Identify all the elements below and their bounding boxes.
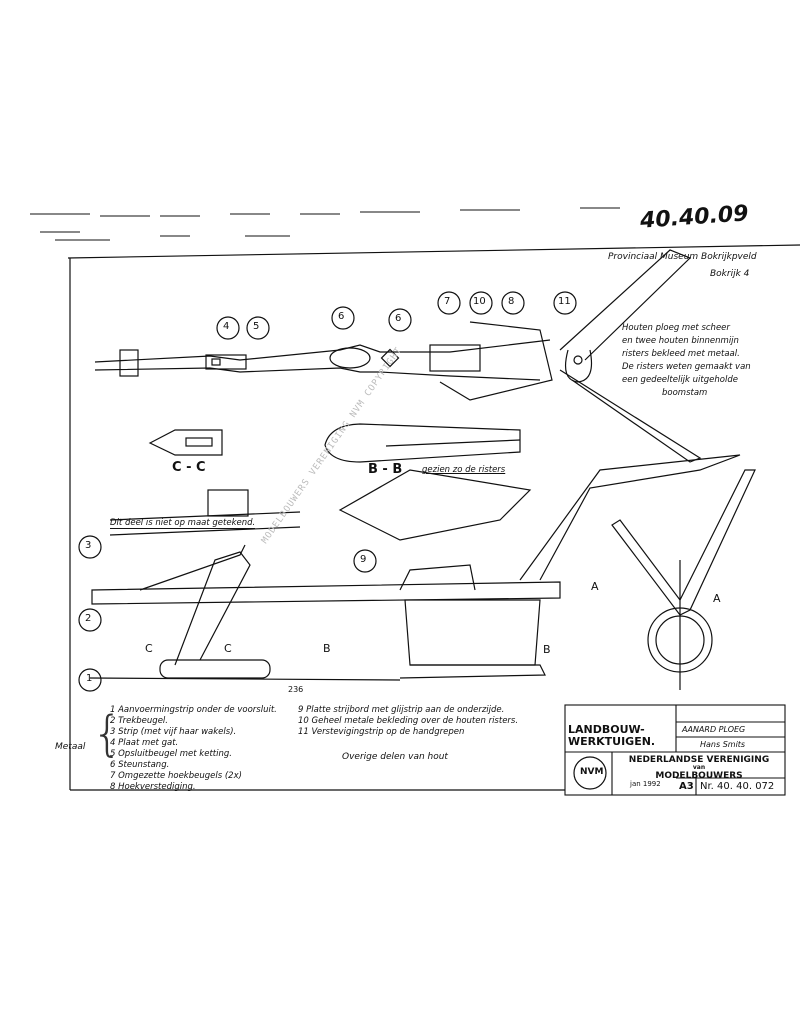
callout-3: 3 bbox=[85, 540, 92, 551]
top-frame-line bbox=[67, 244, 800, 259]
legend-item: 3 Strip (met vijf haar wakels). bbox=[110, 727, 237, 737]
wood-note: Overige delen van hout bbox=[342, 752, 448, 762]
callout-1: 1 bbox=[86, 673, 93, 684]
nvm-logo-ring bbox=[573, 756, 607, 790]
note-line: en twee houten binnenmijn bbox=[622, 336, 739, 346]
callout-8: 8 bbox=[508, 296, 515, 307]
org-line: MODELBOUWERS bbox=[655, 771, 743, 781]
org-line: NEDERLANDSE VERENIGING bbox=[628, 755, 770, 765]
section-b-marker: B bbox=[323, 642, 331, 655]
front-view-a bbox=[611, 469, 756, 690]
sheet-format: A3 bbox=[679, 781, 694, 792]
callout-2: 2 bbox=[85, 613, 92, 624]
section-bb-shape bbox=[324, 423, 521, 463]
org-line: van bbox=[692, 764, 706, 771]
legend-item: 2 Trekbeugel. bbox=[110, 716, 168, 726]
legend-item: 5 Opsluitbeugel met ketting. bbox=[110, 749, 232, 759]
note-line: Houten ploeg met scheer bbox=[622, 323, 730, 333]
legend-item: 10 Geheel metale bekleding over de houte… bbox=[298, 716, 519, 726]
legend-item: 4 Plaat met gat. bbox=[110, 738, 179, 748]
legend-item: 8 Hoekverstediging. bbox=[110, 782, 196, 792]
category-line: LANDBOUW- bbox=[568, 723, 645, 736]
legend-item: 6 Steunstang. bbox=[110, 760, 170, 770]
note-line: een gedeeltelijk uitgeholde bbox=[622, 375, 738, 385]
note-line: De risters weten gemaakt van bbox=[622, 362, 751, 372]
scale-annotation: Dit deel is niet op maat getekend. bbox=[110, 518, 256, 529]
section-c-marker-right: C bbox=[224, 642, 232, 655]
note-line: boomstam bbox=[662, 388, 708, 398]
callout-5: 5 bbox=[253, 321, 260, 332]
section-b-marker-right: B bbox=[543, 643, 551, 656]
maker-name: Hans Smits bbox=[700, 740, 746, 749]
callout-circles bbox=[78, 291, 577, 692]
legend-item: 9 Platte strijbord met glijstrip aan de … bbox=[298, 705, 505, 715]
organisation-name: NEDERLANDSE VERENIGING van MODELBOUWERS bbox=[614, 755, 784, 781]
nvm-logo: NVM bbox=[580, 767, 604, 777]
callout-4: 4 bbox=[223, 321, 230, 332]
front-view-a-label: A bbox=[713, 592, 721, 605]
museum-label: Provinciaal Museum Bokrijkpveld bbox=[608, 252, 757, 262]
drawing-number: Nr. 40. 40. 072 bbox=[700, 781, 775, 792]
sheet-label: Bokrijk 4 bbox=[710, 269, 750, 279]
legend-item: 11 Verstevigingstrip op de handgrepen bbox=[298, 727, 465, 737]
legend-item: 1 Aanvoermingstrip onder de voorsluit. bbox=[110, 705, 277, 715]
metaal-brace: { bbox=[92, 706, 123, 762]
legend-item: 7 Omgezette hoekbeugels (2x) bbox=[110, 771, 242, 781]
section-bb-note: gezien zo de risters bbox=[422, 465, 506, 475]
section-cc-plate bbox=[185, 437, 213, 447]
object-name: AANARD PLOEG bbox=[682, 725, 746, 734]
category-label: LANDBOUW- WERKTUIGEN. bbox=[568, 724, 655, 748]
metaal-label: Metaal bbox=[55, 742, 86, 752]
dimension-236: 236 bbox=[288, 685, 304, 694]
category-line: WERKTUIGEN. bbox=[568, 735, 656, 748]
section-bb-label: B - B bbox=[368, 462, 403, 477]
note-line: risters bekleed met metaal. bbox=[622, 349, 740, 359]
top-scribble-marks bbox=[30, 207, 620, 241]
callout-11: 11 bbox=[558, 296, 571, 307]
view-arrow-a: A bbox=[591, 580, 599, 593]
title-block-frame bbox=[564, 704, 786, 796]
date-field: jan 1992 bbox=[630, 780, 661, 788]
section-cc-shape bbox=[148, 429, 223, 456]
callout-6: 6 bbox=[338, 311, 345, 322]
callout-6b: 6 bbox=[395, 313, 402, 324]
top-view bbox=[94, 249, 702, 463]
side-view bbox=[89, 454, 741, 681]
callout-10: 10 bbox=[473, 296, 486, 307]
callout-9: 9 bbox=[360, 554, 367, 565]
section-c-marker: C bbox=[145, 642, 153, 655]
section-cc-label: C - C bbox=[172, 460, 206, 475]
callout-7: 7 bbox=[444, 296, 451, 307]
construction-notes: Houten ploeg met scheer en twee houten b… bbox=[622, 322, 751, 400]
